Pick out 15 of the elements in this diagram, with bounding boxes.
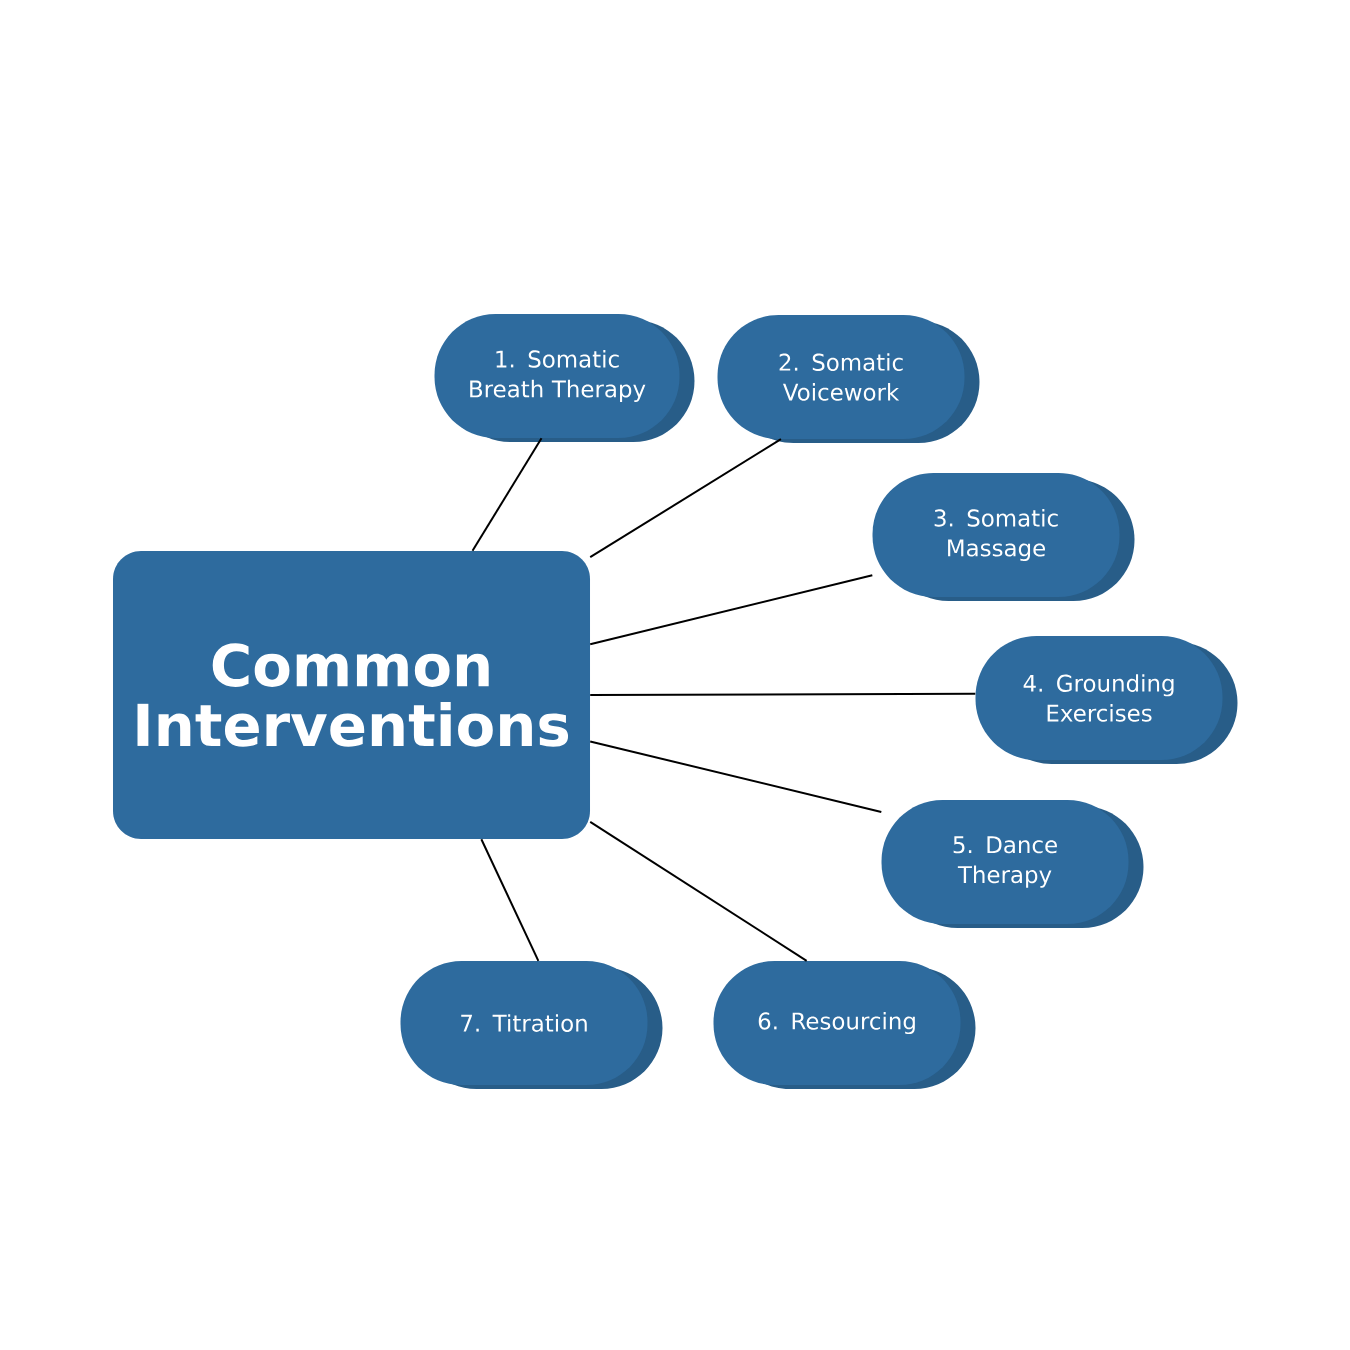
connector-line (589, 574, 874, 646)
connector-line (589, 692, 977, 696)
connector-line (589, 820, 808, 962)
pill-box: 1. Somatic Breath Therapy (434, 314, 695, 442)
topic-box: Common Interventions (113, 551, 590, 839)
pill-box: 4. Grounding Exercises (975, 636, 1238, 764)
pill-box: 2. Somatic Voicework (717, 315, 980, 443)
connector-line (480, 838, 540, 962)
connector-line (589, 740, 883, 814)
connector-line (471, 437, 543, 552)
connector-line (589, 438, 782, 559)
pill-box: 5. Dance Therapy (881, 800, 1144, 928)
pill-box: 6. Resourcing (713, 961, 976, 1089)
pill-box: 3. Somatic Massage (872, 473, 1135, 601)
pill-box: 7. Titration (400, 961, 663, 1089)
